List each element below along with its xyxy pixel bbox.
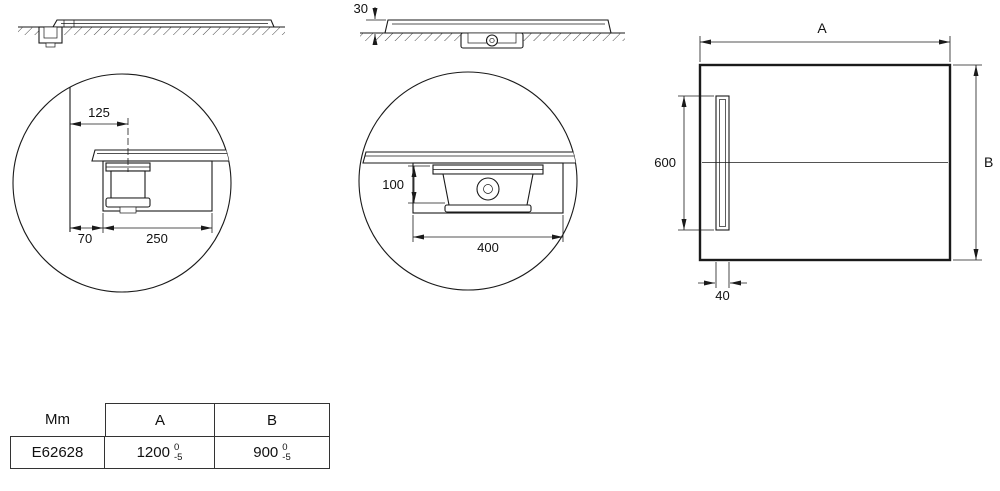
reference-cell: E62628 [10,436,105,469]
a-tolerance-lower: -5 [173,452,183,463]
column-a-header-cell: A [105,403,215,436]
b-value: 900 [253,444,279,461]
trap-base [444,204,532,213]
tray-profile [362,151,577,164]
ground-hatching [18,27,285,35]
dim-label-40: 40 [715,288,729,303]
dim-A: A [699,20,951,62]
dim-100: 100 [382,165,445,204]
dim-B: B [953,64,993,261]
detail-bubble-outline [12,73,232,293]
a-tolerance: 0 -5 [173,441,183,463]
a-tolerance-upper: 0 [173,441,180,453]
dimension-a-value-cell: 1200 0 -5 [105,436,215,469]
column-b-header-cell: B [215,403,330,436]
dim-400: 400 [412,215,564,255]
dim-label-A: A [817,20,827,36]
trap-outlet [119,206,137,214]
drain-slot [715,95,730,231]
dim-label-400: 400 [477,240,499,255]
detail-circle-wall-drain: 125 70 250 [12,73,232,293]
dim-label-125: 125 [88,105,110,120]
b-tolerance: 0 -5 [282,441,291,463]
tray-profile [384,19,612,34]
dim-label-30: 30 [354,1,368,16]
dim-label-70: 70 [78,231,92,246]
dim-label-B: B [984,154,993,170]
drain-outlet-circle [476,177,500,201]
trap-base [105,197,151,208]
dim-70-250-chain: 70 250 [70,213,213,246]
dimension-b-value-cell: 900 0 -5 [215,436,330,469]
spec-table: Mm A B E62628 1200 0 -5 900 0 -5 [10,403,330,469]
dim-40: 40 [698,262,747,303]
side-view-wall-drain [18,19,285,48]
trap-body [110,170,146,199]
detail-bubble-outline [358,71,578,291]
spec-table-data-row: E62628 1200 0 -5 900 0 -5 [10,436,330,469]
dim-label-100: 100 [382,177,404,192]
dim-label-250: 250 [146,231,168,246]
a-value: 1200 [136,444,170,461]
detail-circle-center-drain: 100 400 [358,71,578,291]
dim-600: 600 [654,95,714,231]
b-tolerance-upper: 0 [282,441,288,453]
side-view-center-drain [360,19,625,49]
drain-outlet-circle [485,34,499,47]
b-tolerance-lower: -5 [282,452,291,463]
dim-125: 125 [70,105,128,127]
plan-view: A B 600 40 [654,20,993,303]
dim-label-600: 600 [654,155,676,170]
spec-table-header-row: Mm A B [10,403,330,436]
tray-profile [91,149,231,162]
unit-header-cell: Mm [10,403,105,436]
